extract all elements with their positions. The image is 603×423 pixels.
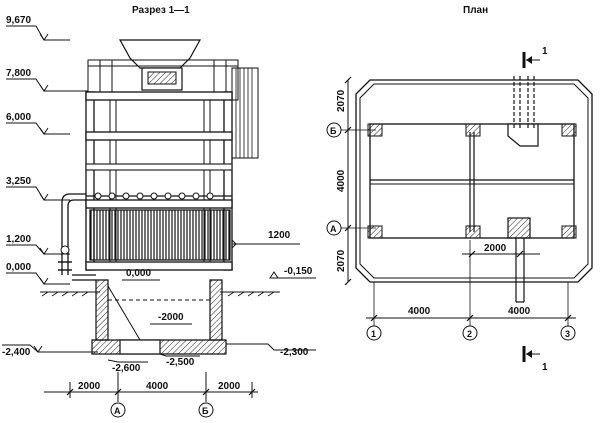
- elevation-minus-2300: -2,300: [280, 347, 309, 358]
- axis-label: 2: [467, 329, 472, 339]
- elevation-0000-basin: 0,000: [126, 268, 151, 279]
- plan-inner-dimension: 2000: [462, 243, 540, 258]
- cut-mark-top: 1: [522, 46, 548, 68]
- plan-fan-opening: [507, 123, 539, 147]
- fan-hopper: [118, 39, 202, 69]
- plan-axis-a: А: [326, 220, 342, 236]
- outlet-pipe: [72, 274, 96, 281]
- plan-bottom-dimensions: 4000 4000: [366, 306, 576, 322]
- elevation-marks: 9,670 7,800 6,000 3,250 1,200 0,000: [2, 15, 98, 358]
- plan-axis-1: 1: [366, 325, 382, 341]
- dimension-top: 2070: [336, 89, 347, 112]
- plan-sump: [507, 217, 531, 239]
- axis-label: Б: [330, 126, 337, 136]
- section-drawing: 0,000 -2000 -2,600 -2,500 -2,300 -0,150 …: [40, 39, 316, 418]
- dimension-label: 1200: [268, 230, 291, 241]
- plan-title: План: [463, 5, 488, 16]
- cooling-fill: [89, 209, 231, 261]
- plan-left-dimensions: 2070 4000 2070: [336, 76, 352, 286]
- section-axis-a: А: [110, 402, 126, 418]
- elevation-label: -2,400: [2, 347, 31, 358]
- plan-drawing: 2070 4000 2070 Б А 2000: [326, 46, 593, 373]
- cut-mark-label: 1: [542, 362, 548, 373]
- elevation-1200: 1,200: [6, 234, 70, 255]
- elevation-label: 0,000: [6, 262, 31, 273]
- cut-mark-bottom: 1: [522, 346, 548, 373]
- dimension-1200: 1200: [231, 230, 300, 249]
- section-title: Разрез 1—1: [132, 5, 190, 16]
- upper-frame: [87, 59, 259, 159]
- dimension-middle: 4000: [146, 381, 169, 392]
- elevation-3250: 3,250: [6, 176, 70, 201]
- elevation-6000: 6,000: [6, 112, 70, 135]
- elevation-minus-0150: -0,150: [284, 266, 313, 277]
- fan-motor: [141, 67, 183, 91]
- elevation-9670: 9,670: [6, 15, 70, 41]
- plan-axis-b: Б: [326, 122, 342, 138]
- plan-axis-3: 3: [560, 325, 576, 341]
- elevation-0000: 0,000: [6, 262, 70, 285]
- section-bottom-dimensions: 2000 4000 2000: [44, 372, 258, 402]
- dimension-left: 4000: [408, 306, 431, 317]
- elevation-7800: 7,800: [6, 68, 88, 92]
- axis-label: 3: [565, 329, 570, 339]
- structure-beams: [85, 91, 233, 271]
- elevation-minus-2500: -2,500: [166, 357, 195, 368]
- elevation-label: 1,200: [6, 234, 31, 245]
- dimension-middle: 4000: [336, 169, 347, 192]
- dimension-right: 4000: [508, 306, 531, 317]
- elevation-label: 6,000: [6, 112, 31, 123]
- elevation-minus-2600: -2,600: [112, 363, 141, 374]
- elevation-label: 3,250: [6, 176, 31, 187]
- inlet-pipe: [58, 193, 86, 275]
- water-distribution-header: [86, 192, 232, 200]
- cut-mark-label: 1: [542, 46, 548, 57]
- axis-label: Б: [202, 406, 209, 416]
- ground-line: [40, 291, 280, 297]
- elevation-label: 7,800: [6, 68, 31, 79]
- axis-label: А: [114, 406, 121, 416]
- dimension-bottom: 2070: [336, 249, 347, 272]
- plan-pipes: [513, 76, 535, 303]
- elevation-minus-2000: -2000: [158, 312, 184, 323]
- basin: [91, 279, 227, 355]
- section-axis-b: Б: [198, 402, 214, 418]
- axis-label: А: [330, 224, 337, 234]
- elevation-minus-2400: -2,400: [2, 344, 98, 358]
- dimension-right: 2000: [218, 381, 241, 392]
- dimension-left: 2000: [78, 381, 101, 392]
- axis-label: 1: [371, 329, 376, 339]
- elevation-label: 9,670: [6, 15, 31, 26]
- plan-axis-2: 2: [462, 325, 478, 341]
- dimension-inner: 2000: [484, 243, 507, 254]
- plan-columns: [367, 123, 577, 239]
